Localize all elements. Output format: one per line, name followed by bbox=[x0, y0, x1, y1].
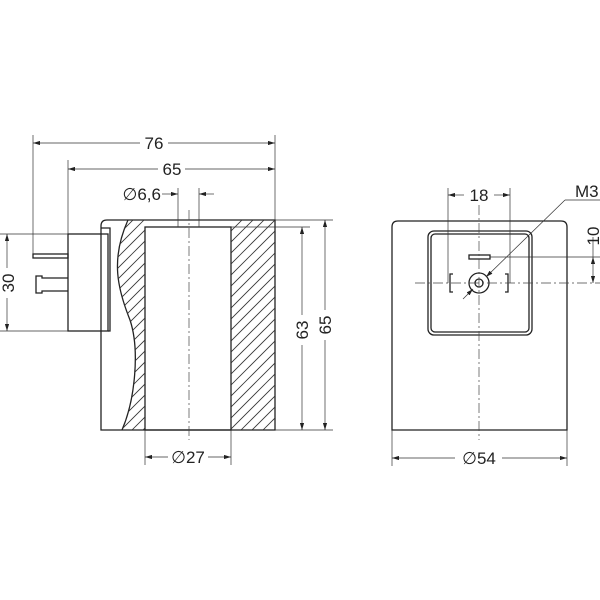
dim-body-diameter: ∅54 bbox=[462, 449, 496, 468]
hatch-line bbox=[117, 220, 145, 430]
hatch-right bbox=[0, 210, 275, 440]
break-line bbox=[116, 219, 136, 431]
hatch-line bbox=[117, 220, 145, 430]
hatch-line bbox=[231, 340, 275, 386]
pin-bottom bbox=[35, 275, 68, 294]
pin-top bbox=[32, 253, 69, 259]
hatch-line bbox=[143, 220, 145, 430]
dim-pin-diameter: ∅6,6 bbox=[123, 185, 161, 204]
dim-connector-height: 30 bbox=[0, 274, 18, 293]
bore bbox=[144, 226, 232, 431]
hatch-line bbox=[231, 220, 232, 221]
dim-pin-spacing: 18 bbox=[470, 186, 489, 205]
hatch-line bbox=[117, 220, 145, 430]
connector-face bbox=[427, 230, 533, 336]
dim-bore-length: 63 bbox=[293, 321, 312, 340]
hatch-line bbox=[231, 373, 275, 419]
hatch-line bbox=[231, 230, 275, 276]
hatch-line bbox=[231, 307, 275, 353]
dim-thread: M3 bbox=[575, 182, 599, 201]
dim-overall-width: 76 bbox=[145, 134, 164, 153]
hatch-line bbox=[117, 220, 145, 430]
hatch-line bbox=[231, 241, 275, 287]
hatch-line bbox=[231, 285, 275, 331]
hatch-line bbox=[231, 220, 275, 265]
dim-body-height: 65 bbox=[316, 316, 335, 335]
hatch-line bbox=[117, 220, 145, 430]
hatch-line bbox=[231, 220, 243, 232]
hatch-line bbox=[117, 220, 133, 430]
hatch-line bbox=[231, 362, 275, 408]
earth-pin-slot bbox=[468, 254, 491, 260]
hatch-line bbox=[231, 318, 275, 364]
hatch-line bbox=[231, 252, 275, 298]
hatch-line bbox=[117, 220, 145, 430]
hatch-line bbox=[251, 406, 275, 430]
hatch-line bbox=[240, 395, 275, 430]
coil-body bbox=[100, 219, 276, 431]
hatch-line bbox=[0, 210, 230, 440]
hatch-line bbox=[231, 384, 275, 430]
hatch-line bbox=[117, 220, 145, 430]
hatch-line bbox=[117, 220, 122, 430]
hatch-line bbox=[117, 220, 145, 430]
hatch-line bbox=[231, 296, 275, 342]
hatch-line bbox=[117, 220, 144, 430]
hatch-line bbox=[0, 210, 110, 440]
front-view: 18 M3 10 ∅54 bbox=[391, 182, 600, 468]
dim-pin-offset: 10 bbox=[584, 227, 600, 246]
side-view: 76 65 ∅6,6 30 63 65 ∅27 bbox=[0, 134, 335, 467]
hatch-line bbox=[231, 329, 275, 375]
dim-body-width: 65 bbox=[163, 160, 182, 179]
hatch-line bbox=[117, 220, 145, 430]
coil-front bbox=[391, 220, 568, 431]
dim-bore-diameter: ∅27 bbox=[171, 448, 205, 467]
hatch-line bbox=[117, 220, 145, 430]
hatch-line bbox=[231, 220, 265, 254]
hatch-line bbox=[117, 220, 145, 430]
hatch-line bbox=[117, 220, 145, 430]
hatch-line bbox=[117, 220, 145, 430]
connector bbox=[67, 233, 109, 332]
connector-frame bbox=[101, 227, 111, 332]
hatch-line bbox=[262, 417, 275, 430]
